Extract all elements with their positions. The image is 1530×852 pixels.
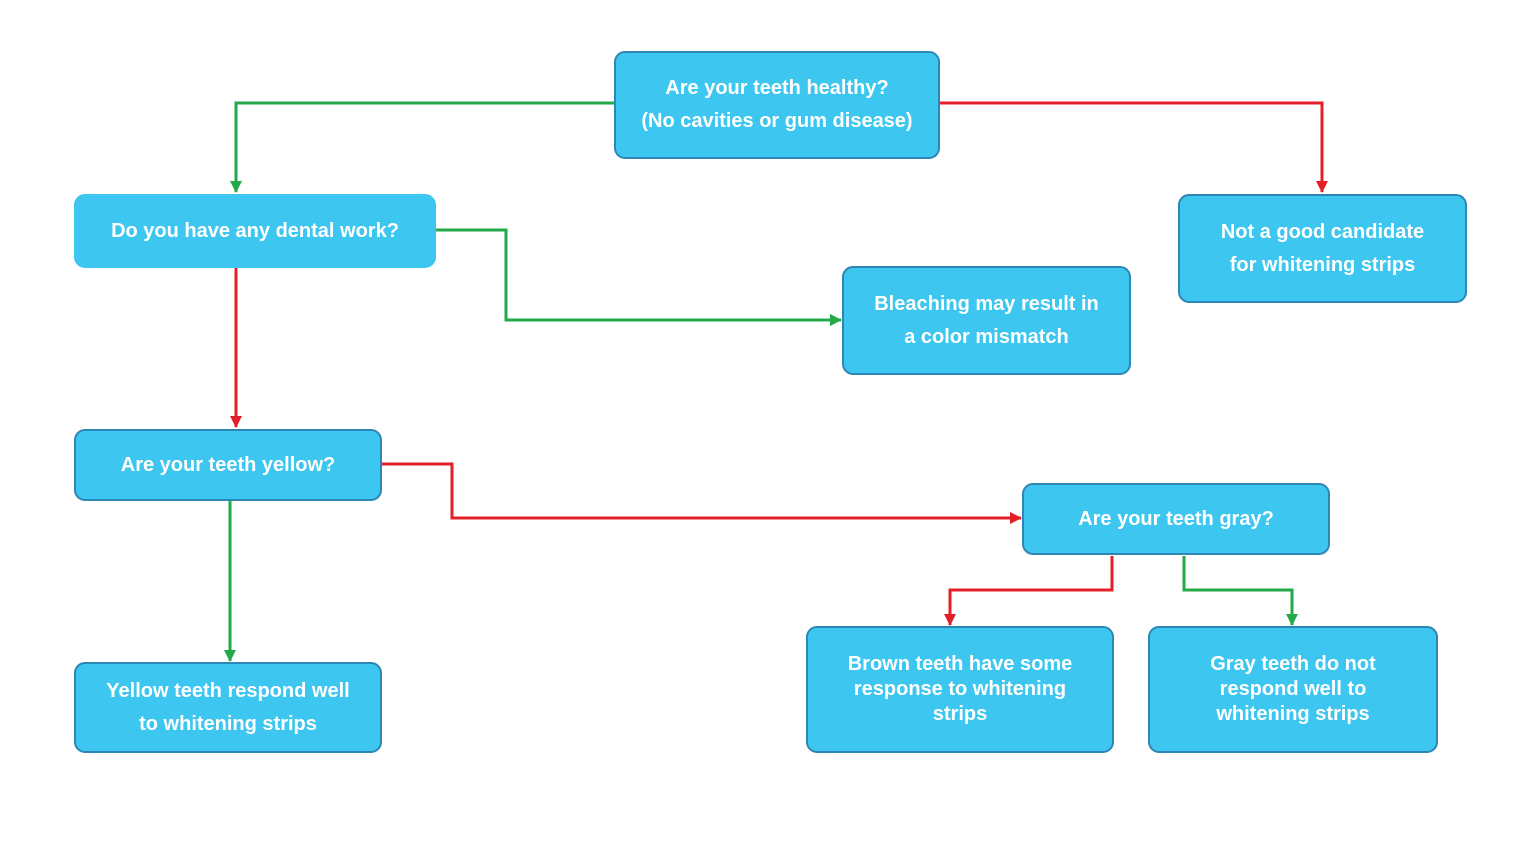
brown-result-line-2: response to whitening xyxy=(853,678,1067,700)
dental-work-question-node: Do you have any dental work? xyxy=(74,194,436,268)
yellow-question-node: Are your teeth yellow? xyxy=(74,429,382,501)
brown-result-line-3: strips xyxy=(932,703,988,725)
not-candidate-result-node: Not a good candidate for whitening strip… xyxy=(1178,194,1467,303)
gray-question-node: Are your teeth gray? xyxy=(1022,483,1330,555)
no-arrow-healthy-to-not-candidate xyxy=(940,101,1328,193)
no-arrow-gray-to-brown-result xyxy=(944,556,1114,626)
gray-question-line-1: Are your teeth gray? xyxy=(1078,507,1274,530)
yellow-question-line-1: Are your teeth yellow? xyxy=(120,453,336,476)
yes-arrow-gray-to-gray-result xyxy=(1182,556,1298,626)
gray-result-line-2: respond well to xyxy=(1219,678,1367,700)
gray-result-line-3: whitening strips xyxy=(1216,703,1370,725)
no-arrow-yellow-to-gray xyxy=(381,462,1022,524)
brown-result-node: Brown teeth have some response to whiten… xyxy=(806,626,1114,753)
color-mismatch-result-node: Bleaching may result in a color mismatch xyxy=(842,266,1131,375)
yellow-result-line-2: to whitening strips xyxy=(139,712,317,735)
not-candidate-line-1: Not a good candidate xyxy=(1220,220,1425,243)
yellow-result-node: Yellow teeth respond well to whitening s… xyxy=(74,662,382,753)
gray-result-line-1: Gray teeth do not xyxy=(1210,653,1376,675)
gray-result-node: Gray teeth do not respond well to whiten… xyxy=(1148,626,1438,753)
yes-arrow-dental-work-to-mismatch xyxy=(436,228,842,326)
healthy-question-line-2: (No cavities or gum disease) xyxy=(641,110,913,132)
brown-result-line-1: Brown teeth have some xyxy=(847,653,1073,675)
healthy-question-line-1: Are your teeth healthy? xyxy=(665,77,889,99)
yellow-result-line-1: Yellow teeth respond well xyxy=(106,679,350,702)
yes-arrow-healthy-to-dental-work xyxy=(230,101,614,193)
not-candidate-line-2: for whitening strips xyxy=(1229,253,1416,276)
dental-work-question-line-1: Do you have any dental work? xyxy=(111,219,399,242)
color-mismatch-line-2: a color mismatch xyxy=(904,325,1069,348)
healthy-question-node: Are your teeth healthy? (No cavities or … xyxy=(614,51,940,159)
color-mismatch-line-1: Bleaching may result in xyxy=(874,292,1099,315)
